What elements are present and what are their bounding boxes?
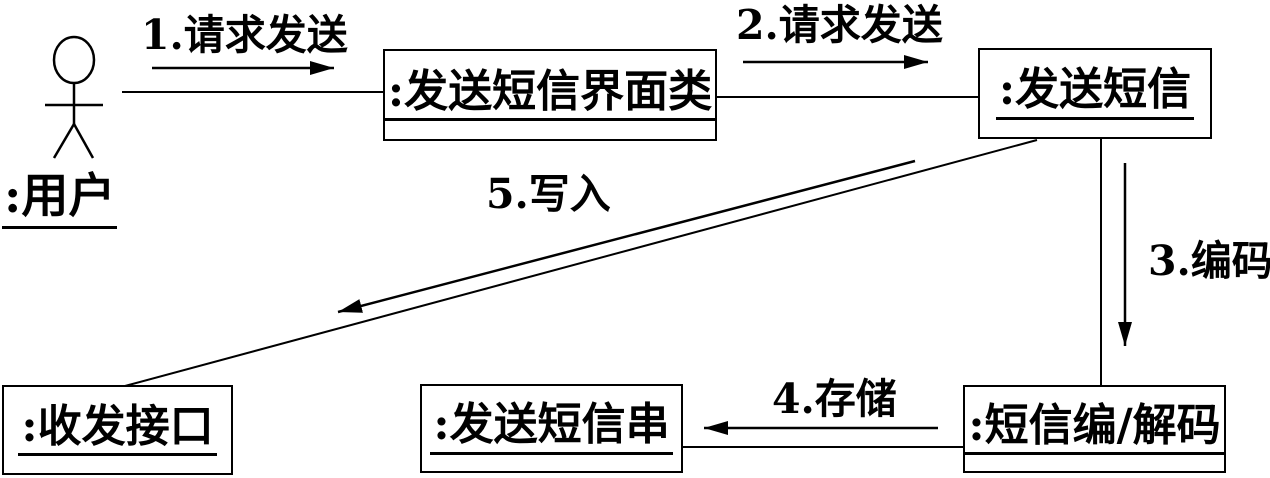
message-2-label: 2.请求发送 [736, 1, 943, 49]
object-box-sms-string: :发送短信串 [420, 384, 683, 473]
actor-head [52, 35, 96, 85]
actor-name: :用户 [2, 169, 118, 229]
object-box-send-sms: :发送短信 [978, 48, 1212, 139]
actor-right-leg [72, 123, 95, 159]
message-3-label: 3.编码 [1148, 237, 1270, 285]
message-5-label: 5.写入 [486, 170, 611, 218]
object-label-sms-string: :发送短信串 [430, 402, 673, 455]
object-box-sms-codec: :短信编/解码 [963, 385, 1226, 473]
actor-left-leg [52, 123, 76, 159]
object-label-sms-ui-class: :发送短信界面类 [384, 68, 716, 122]
link-sendsms-transceiver [124, 139, 1038, 387]
actor-figure [45, 35, 103, 159]
object-box-sms-ui-class: :发送短信界面类 [383, 49, 717, 141]
message-4-label: 4.存储 [772, 375, 897, 423]
object-label-send-sms: :发送短信 [995, 67, 1195, 120]
object-box-transceiver-if: :收发接口 [2, 385, 233, 475]
message-1-label: 1.请求发送 [141, 11, 348, 59]
object-label-sms-codec: :短信编/解码 [965, 402, 1224, 456]
message-5-arrow [337, 159, 916, 314]
object-label-transceiver-if: :收发接口 [18, 403, 217, 457]
